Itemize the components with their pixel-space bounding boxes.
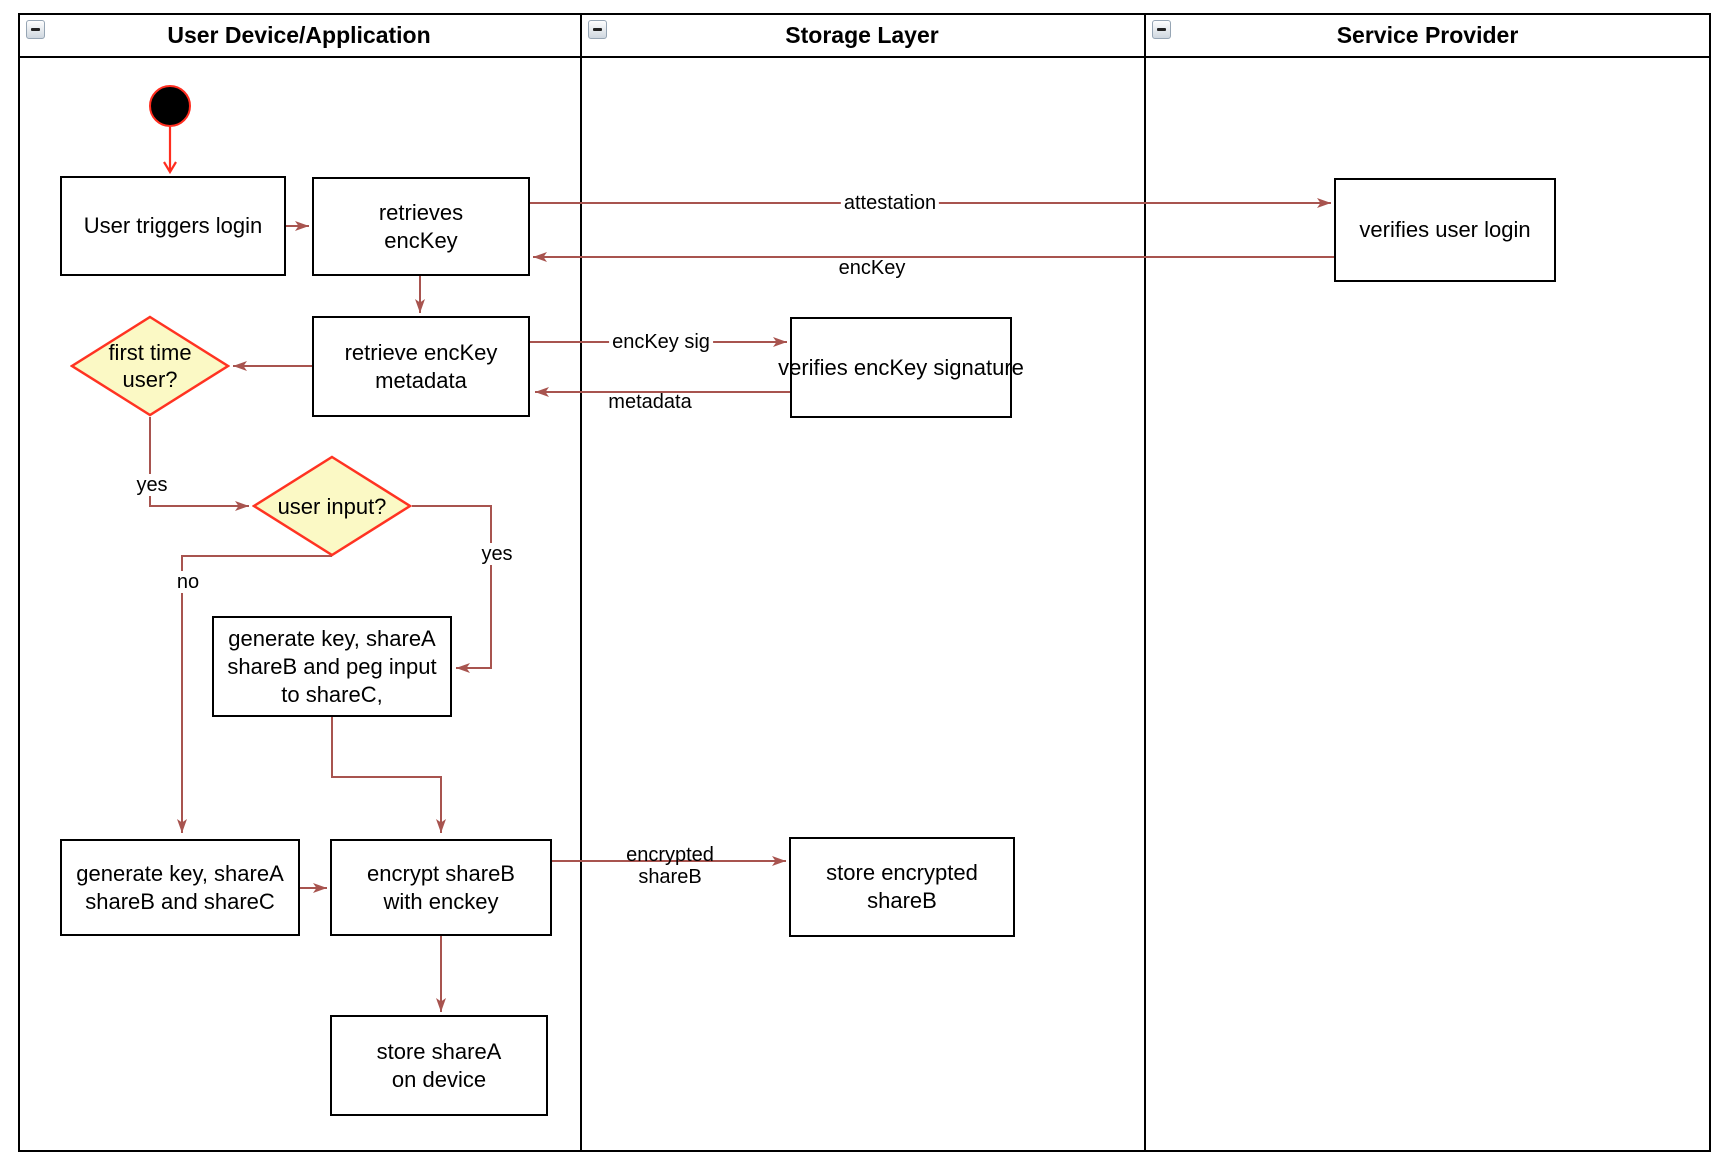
edge-label-yes-first: yes <box>133 474 171 496</box>
node-retrieve-enckey-metadata[interactable]: retrieve encKey metadata <box>312 316 530 417</box>
node-label: retrieves encKey <box>378 199 464 253</box>
diamond-shape <box>252 455 412 557</box>
lane-header-underline <box>18 56 1711 58</box>
minus-icon <box>1157 28 1166 31</box>
lane-divider-2 <box>1144 13 1146 1152</box>
lane-title-text: User Device/Application <box>167 22 431 48</box>
edge-label-no: no <box>173 571 203 593</box>
node-label: User triggers login <box>83 213 263 238</box>
node-label: generate key, shareA shareB and shareC <box>76 860 284 914</box>
node-store-sharea[interactable]: store shareA on device <box>330 1015 548 1116</box>
edge-firsttime-yes <box>149 417 249 511</box>
node-label: store shareA on device <box>376 1038 502 1092</box>
edge-userinput-yes <box>412 505 492 673</box>
node-verifies-enckey-signature[interactable]: verifies encKey signature <box>778 317 1024 418</box>
node-generate-key-three-shares[interactable]: generate key, shareA shareB and shareC <box>60 839 300 936</box>
lane-title-user-device: User Device/Application <box>18 15 580 56</box>
node-encrypt-shareb[interactable]: encrypt shareB with enckey <box>330 839 552 936</box>
collapse-icon[interactable] <box>1152 20 1171 39</box>
node-label: user input? <box>277 493 387 519</box>
edge-label-yes-second: yes <box>478 543 516 565</box>
collapse-icon[interactable] <box>26 20 45 39</box>
collapse-icon[interactable] <box>588 20 607 39</box>
edge-label-enckey-sig: encKey sig <box>609 331 713 353</box>
node-label: encrypt shareB with enckey <box>367 860 515 914</box>
edge-label-metadata: metadata <box>608 391 692 413</box>
node-label: verifies user login <box>1359 217 1531 242</box>
minus-icon <box>31 28 40 31</box>
lane-title-storage-layer: Storage Layer <box>580 15 1144 56</box>
lane-divider-1 <box>580 13 582 1152</box>
node-label: first time user? <box>108 340 192 392</box>
edge-label-enckey: encKey <box>838 257 906 279</box>
edge-label-attestation: attestation <box>840 192 940 214</box>
edge-label-encrypted-shareb: encrypted shareB <box>626 844 714 888</box>
node-label: generate key, shareA shareB and peg inpu… <box>227 625 437 707</box>
lane-title-text: Storage Layer <box>785 22 939 48</box>
node-store-encrypted-shareb[interactable]: store encrypted shareB <box>789 837 1015 937</box>
node-user-triggers-login[interactable]: User triggers login <box>60 176 286 276</box>
node-label: store encrypted shareB <box>826 860 978 913</box>
node-label: retrieve encKey metadata <box>344 339 498 393</box>
lane-title-text: Service Provider <box>1336 22 1519 48</box>
node-label: verifies encKey signature <box>778 354 1024 380</box>
pool-frame <box>18 13 1711 1152</box>
decision-user-input[interactable]: user input? <box>252 455 412 557</box>
edge-peg-to-encrypt <box>331 717 446 833</box>
edge-userinput-no <box>177 555 332 833</box>
decision-first-time-user[interactable]: first time user? <box>70 315 230 417</box>
node-retrieves-enckey[interactable]: retrieves encKey <box>312 177 530 276</box>
node-verifies-user-login[interactable]: verifies user login <box>1334 178 1556 282</box>
lane-title-service-provider: Service Provider <box>1144 15 1711 56</box>
minus-icon <box>593 28 602 31</box>
diamond-shape <box>70 315 230 417</box>
start-node[interactable] <box>149 85 191 127</box>
node-generate-key-peg-input[interactable]: generate key, shareA shareB and peg inpu… <box>212 616 452 717</box>
